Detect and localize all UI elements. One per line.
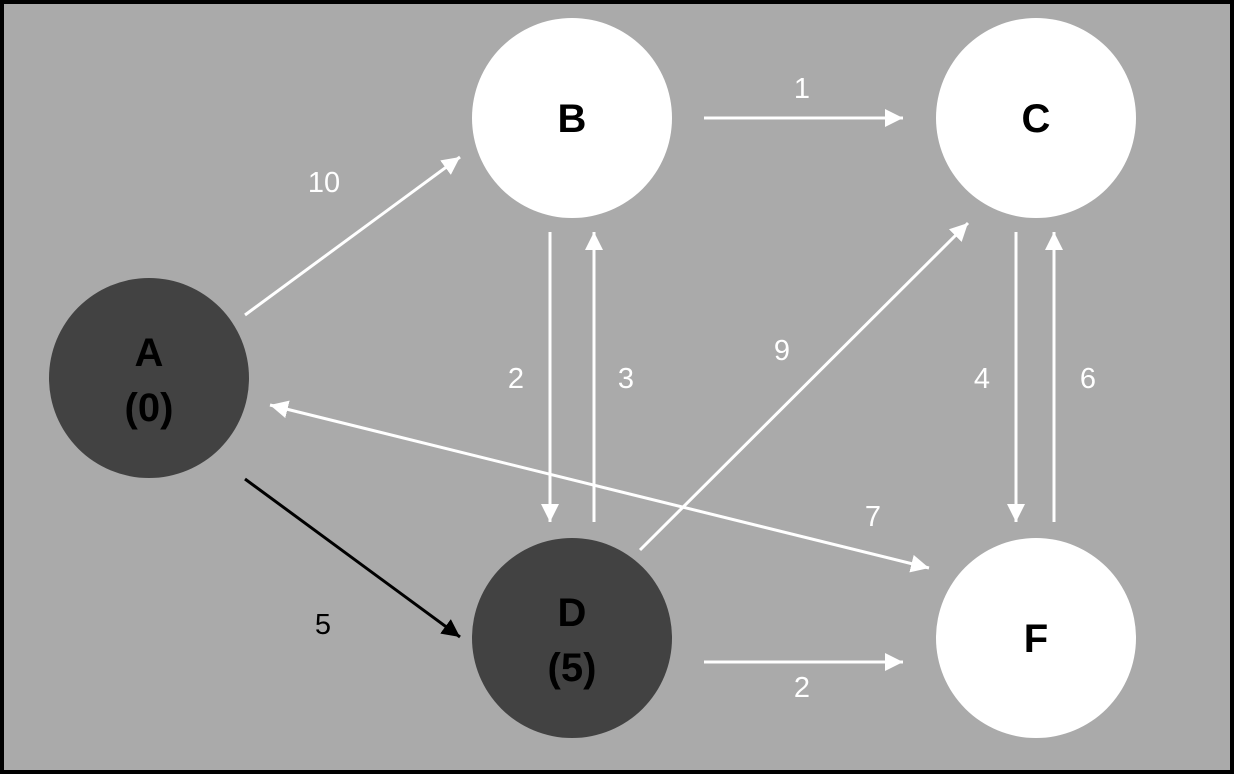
edge-d-b-weight: 3 [618, 363, 634, 395]
edge-a-b: 10 [244, 155, 461, 317]
node-b: B [472, 18, 672, 218]
edge-a-b-line [244, 155, 461, 317]
edge-d-c-weight: 9 [774, 335, 790, 367]
node-f: F [936, 538, 1136, 738]
node-a: A (0) [49, 278, 249, 478]
node-d: D (5) [472, 538, 672, 738]
node-c-name: C [1022, 97, 1051, 141]
edge-a-f-line [269, 400, 930, 573]
edge-d-f-weight: 2 [794, 672, 810, 704]
node-b-circle [472, 18, 672, 218]
edge-f-c-weight: 6 [1080, 363, 1096, 395]
node-d-circle [472, 538, 672, 738]
node-b-name: B [558, 97, 587, 141]
edge-b-c: 1 [704, 73, 903, 127]
edge-b-d-weight: 2 [508, 363, 524, 395]
edge-b-c-weight: 1 [794, 73, 810, 105]
edge-f-c: 6 [1045, 232, 1096, 522]
node-f-circle [936, 538, 1136, 738]
edge-a-f: 7 [269, 400, 930, 573]
edge-a-b-weight: 10 [308, 167, 340, 199]
node-a-circle [49, 278, 249, 478]
node-a-distance: (0) [125, 386, 174, 430]
node-a-name: A [135, 331, 164, 375]
edge-c-f-weight: 4 [974, 363, 990, 395]
node-c-circle [936, 18, 1136, 218]
node-c: C [936, 18, 1136, 218]
edge-d-f: 2 [704, 653, 903, 704]
node-f-name: F [1024, 617, 1048, 661]
edge-c-f: 4 [974, 232, 1025, 522]
node-d-name: D [558, 591, 587, 635]
edge-a-d-weight: 5 [315, 609, 331, 641]
edge-a-f-weight: 7 [865, 501, 881, 533]
node-d-distance: (5) [548, 646, 597, 690]
